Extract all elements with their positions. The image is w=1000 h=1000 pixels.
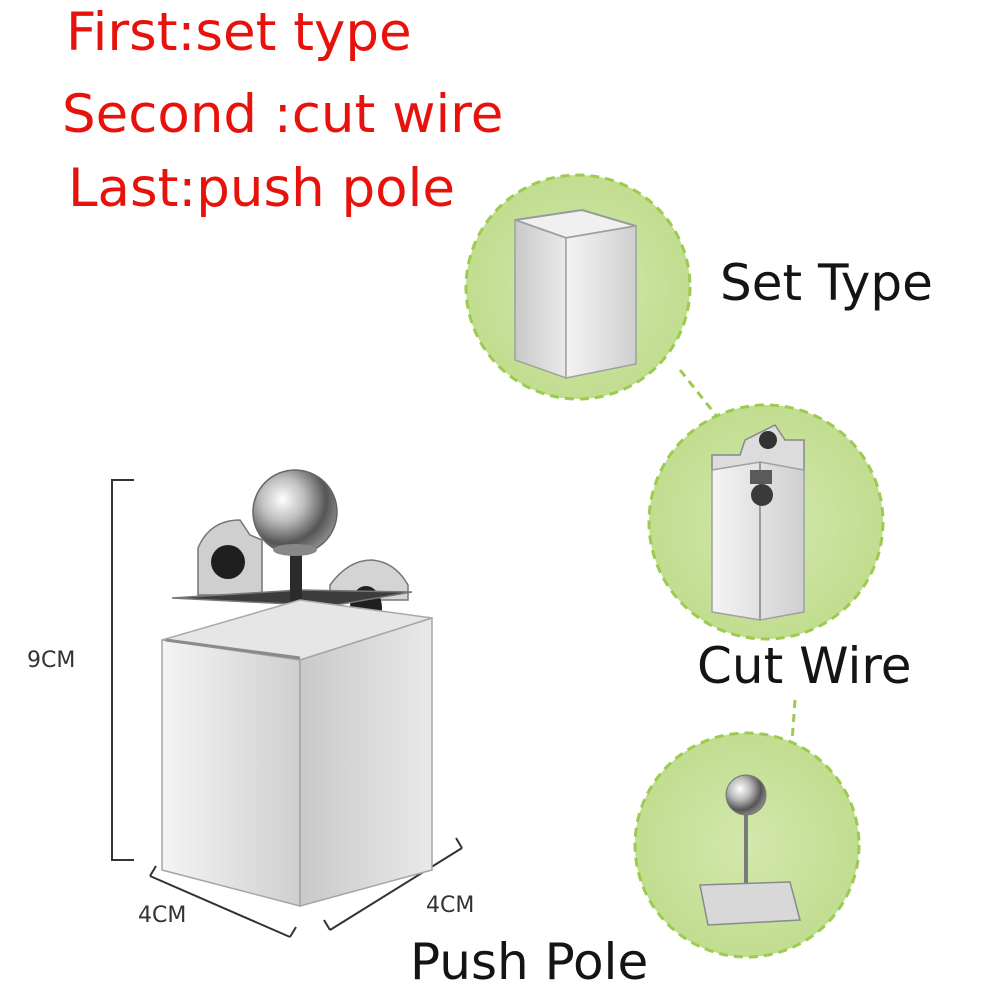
set-type-label: Set Type <box>720 254 933 312</box>
push-pole-icon <box>699 774 801 926</box>
width-left-bracket <box>149 875 291 938</box>
width-right-bracket <box>329 847 463 931</box>
height-bracket <box>111 479 134 861</box>
step-second: Second :cut wire <box>62 84 504 145</box>
cut-wire-frame-icon <box>711 424 805 621</box>
cut-wire-circle <box>647 403 885 641</box>
height-dimension: 9CM <box>27 648 76 673</box>
cut-wire-label: Cut Wire <box>697 637 912 695</box>
main-product-mold <box>111 469 463 938</box>
set-type-circle <box>464 173 692 401</box>
step-last: Last:push pole <box>68 158 455 219</box>
push-pole-label: Push Pole <box>410 933 649 991</box>
set-type-box-icon <box>514 208 637 380</box>
width-right-dimension: 4CM <box>426 893 475 918</box>
step-first: First:set type <box>66 2 412 63</box>
width-left-dimension: 4CM <box>138 903 187 928</box>
push-pole-circle <box>633 731 861 959</box>
